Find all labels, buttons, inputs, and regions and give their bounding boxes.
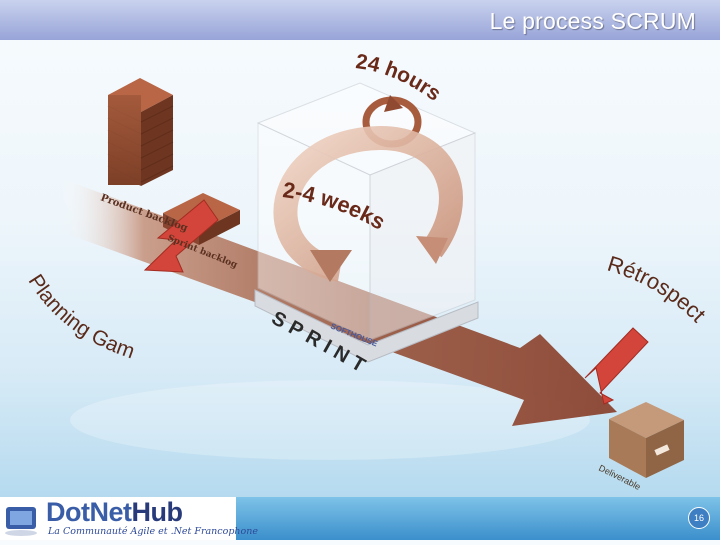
logo-tagline: La Communauté Agile et .Net Francophone: [48, 526, 258, 537]
slide-title: Le process SCRUM: [490, 8, 696, 35]
page-number: 16: [688, 507, 710, 529]
scrum-diagram: SOFTHOUSE 24 hours 2-4 weeks Rétrospecti…: [0, 40, 720, 497]
logo-wordmark: DotNetHub: [46, 497, 182, 528]
product-backlog-stack: [108, 78, 173, 186]
logo-dotnet: DotNet: [46, 497, 132, 527]
hub-logo-icon: [0, 497, 44, 540]
deliverable-box: [609, 402, 684, 478]
logo-hub: Hub: [132, 497, 183, 527]
